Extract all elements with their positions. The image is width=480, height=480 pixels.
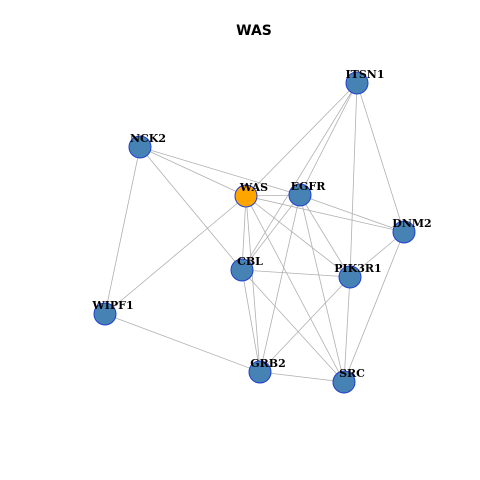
edge-cbl-src xyxy=(241,269,345,383)
edge-itsn1-cbl xyxy=(241,82,358,271)
edge-was-pik3r1 xyxy=(245,195,351,278)
node-cbl[interactable] xyxy=(230,258,254,282)
node-wipf1[interactable] xyxy=(93,302,117,326)
edge-itsn1-dnm2 xyxy=(356,82,405,233)
node-was[interactable] xyxy=(234,184,258,208)
edge-nck2-wipf1 xyxy=(104,146,141,315)
edge-nck2-cbl xyxy=(139,146,243,271)
edge-was-nck2 xyxy=(139,146,247,197)
edges-layer xyxy=(104,82,405,383)
node-label-pik3r1: PIK3R1 xyxy=(334,262,381,275)
node-label-src: SRC xyxy=(339,367,365,380)
edge-dnm2-src xyxy=(343,231,405,383)
edge-itsn1-egfr xyxy=(299,82,358,196)
node-label-cbl: CBL xyxy=(237,255,263,268)
node-grb2[interactable] xyxy=(248,360,272,384)
edge-egfr-pik3r1 xyxy=(299,194,351,278)
node-dnm2[interactable] xyxy=(392,220,416,244)
edge-nck2-egfr xyxy=(139,146,301,196)
edge-was-wipf1 xyxy=(104,195,247,315)
graph-title: WAS xyxy=(236,23,272,39)
edge-grb2-src xyxy=(259,371,345,383)
edge-egfr-src xyxy=(299,194,345,383)
edge-cbl-grb2 xyxy=(241,269,261,373)
edge-was-itsn1 xyxy=(245,82,358,197)
edge-was-src xyxy=(245,195,345,383)
edge-wipf1-grb2 xyxy=(104,313,261,373)
node-label-egfr: EGFR xyxy=(291,180,327,193)
edge-egfr-grb2 xyxy=(259,194,301,373)
edge-was-dnm2 xyxy=(245,195,405,233)
edge-pik3r1-src xyxy=(343,276,351,383)
edge-egfr-cbl xyxy=(241,194,301,271)
edge-pik3r1-grb2 xyxy=(259,276,351,373)
node-egfr[interactable] xyxy=(288,183,312,207)
edge-itsn1-pik3r1 xyxy=(349,82,358,278)
node-pik3r1[interactable] xyxy=(338,265,362,289)
edge-cbl-pik3r1 xyxy=(241,269,351,278)
edge-egfr-dnm2 xyxy=(299,194,405,233)
node-label-was: WAS xyxy=(239,181,268,194)
node-src[interactable] xyxy=(332,370,356,394)
node-nck2[interactable] xyxy=(128,135,152,159)
node-label-itsn1: ITSN1 xyxy=(346,68,385,81)
edge-was-grb2 xyxy=(245,195,261,373)
edge-was-cbl xyxy=(241,195,247,271)
node-label-grb2: GRB2 xyxy=(250,357,286,370)
node-label-nck2: NCK2 xyxy=(130,132,166,145)
edge-dnm2-pik3r1 xyxy=(349,231,405,278)
nodes-layer xyxy=(93,71,416,394)
node-label-dnm2: DNM2 xyxy=(392,217,431,230)
node-label-wipf1: WIPF1 xyxy=(91,299,133,312)
node-itsn1[interactable] xyxy=(345,71,369,95)
